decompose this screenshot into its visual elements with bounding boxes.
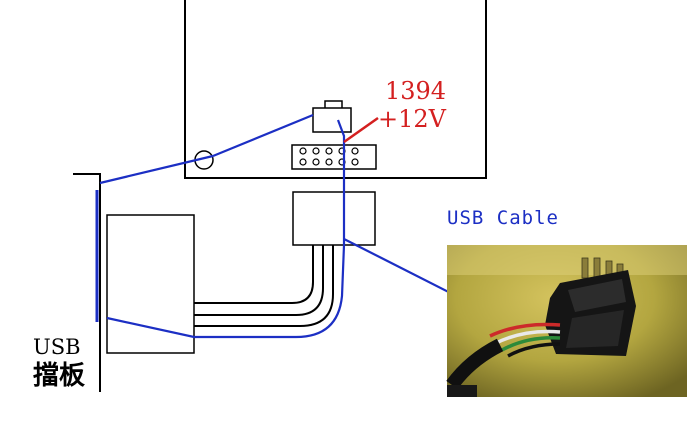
label-1394: 1394 [385,77,446,105]
wire-bracket-to-connector [99,154,214,185]
wire-connector-to-header [336,119,346,245]
cable-connector-box [292,191,376,246]
label-12v: +12V [378,105,447,133]
red-pointer-line [343,116,379,144]
label-usb-cable: USB Cable [447,207,559,229]
bracket-plate [73,173,101,392]
power-connector-body [312,107,352,133]
usb-cable-photo [446,245,687,397]
ribbon-cable [194,245,334,327]
usb-pin-header [291,144,377,170]
label-bracket-usb: USB [33,335,81,359]
wire-cable-to-bracket [106,244,346,339]
wire-hole-to-connector [212,113,314,158]
motherboard-outline [184,0,487,179]
usb-port-block [106,214,195,354]
label-bracket-name: 擋板 [33,361,85,391]
